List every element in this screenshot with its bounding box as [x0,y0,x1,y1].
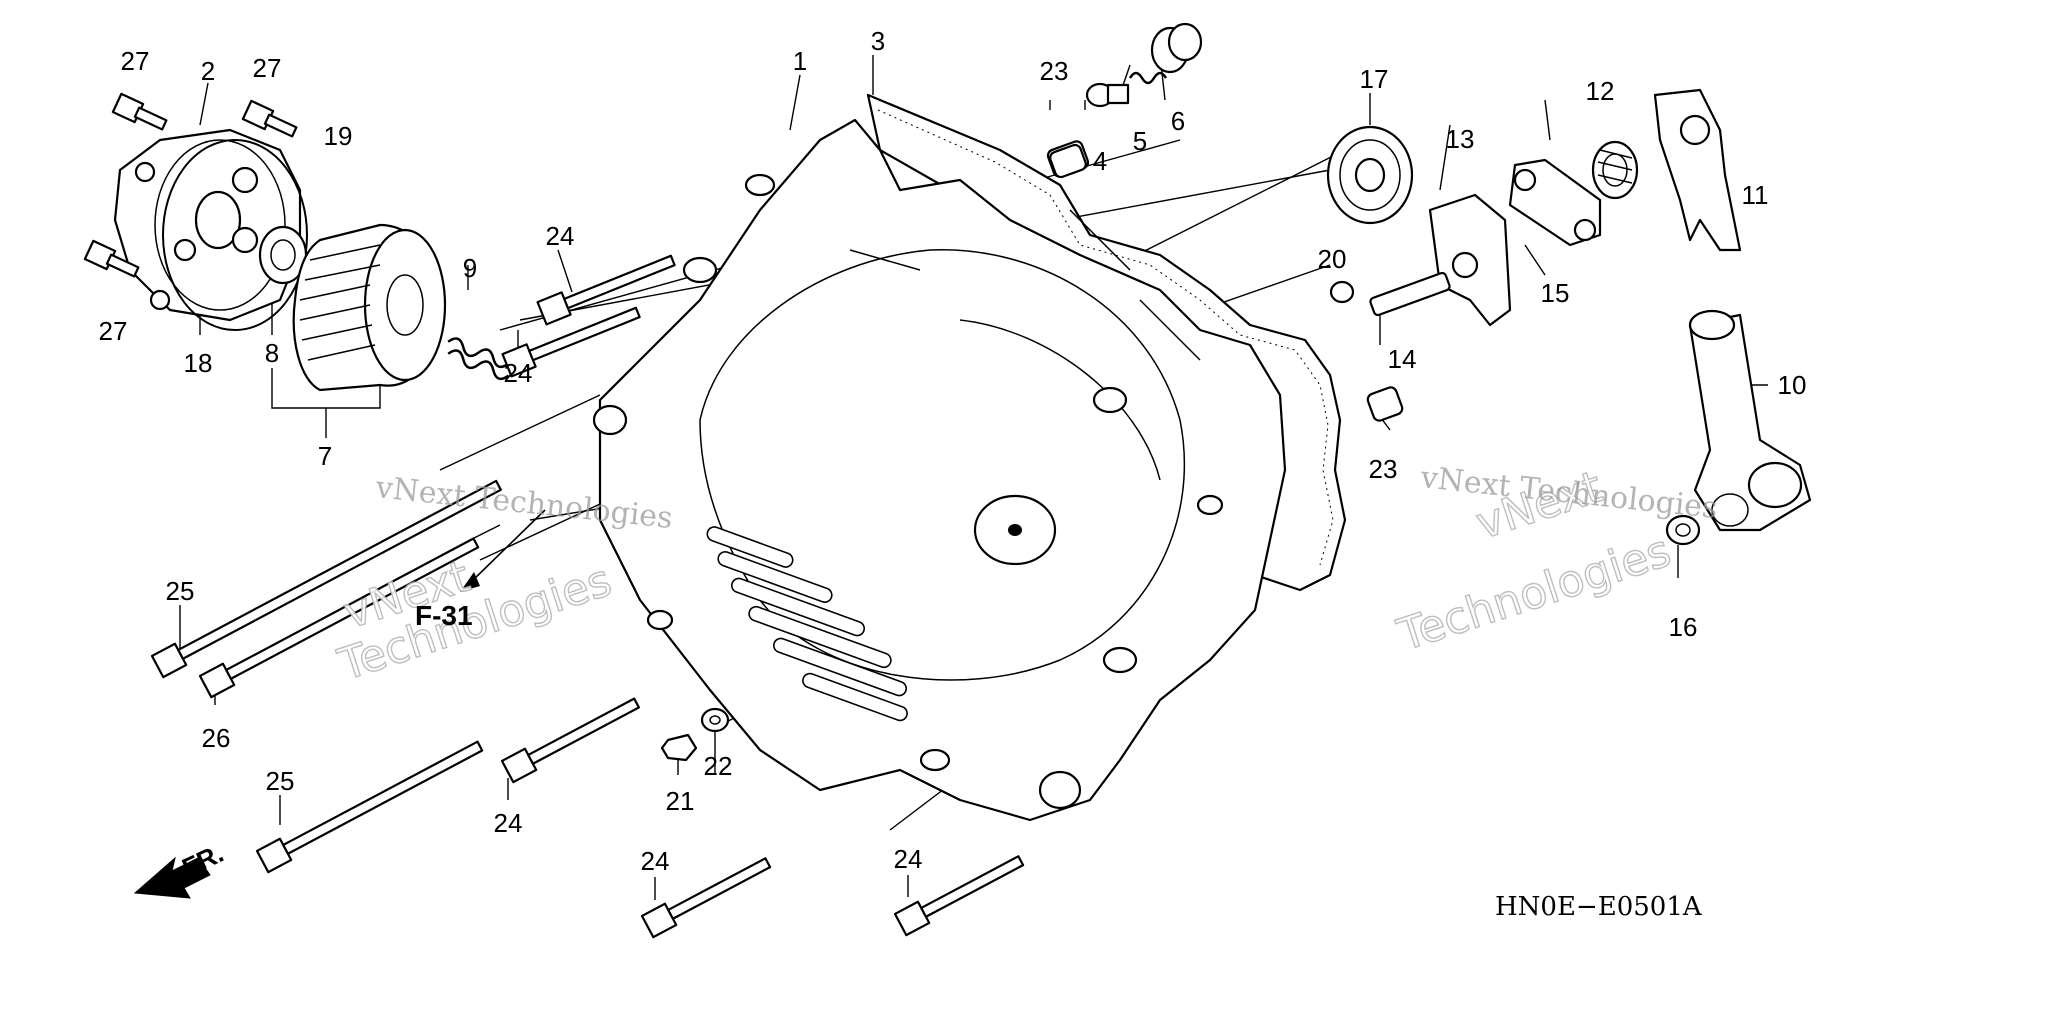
part-label-12: 12 [1586,76,1615,106]
plate-15 [1508,158,1602,247]
part-label-4: 4 [1093,146,1107,176]
part-label-27-c: 27 [99,316,128,346]
plug-spring-set [1049,22,1203,179]
part-label-24-e: 24 [894,844,923,874]
part-label-1: 1 [793,46,807,76]
part-label-19: 19 [324,121,353,151]
part-label-6: 6 [1171,106,1185,136]
part-label-5: 5 [1133,126,1147,156]
part-label-27-b: 27 [253,53,282,83]
part-label-11: 11 [1742,180,1769,210]
part-label-3: 3 [871,26,885,56]
oil-filter-cover [113,128,308,331]
part-label-24-d: 24 [641,846,670,876]
part-label-21: 21 [666,786,695,816]
part-label-23-top: 23 [1040,56,1069,86]
washer-20 [1329,280,1355,304]
spring-12 [1591,140,1639,200]
spring [447,337,510,381]
part-label-22: 22 [704,751,733,781]
part-label-24-b: 24 [504,358,533,388]
crankcase-cover [592,93,1404,822]
diagram-code: HN0E−E0501A [1495,892,1703,922]
reference-arrow [460,509,546,592]
oil-filter [258,223,447,392]
lever-10 [1688,309,1812,532]
part-label-24-a: 24 [546,221,575,251]
part-label-23-right: 23 [1369,454,1398,484]
part-label-18: 18 [184,348,213,378]
nut-and-washer [660,707,730,762]
part-label-20: 20 [1318,244,1347,274]
cover-bolts-27 [83,92,298,278]
part-label-8: 8 [265,338,279,368]
part-label-17: 17 [1360,64,1389,94]
part-label-10: 10 [1778,370,1807,400]
watermark-word-4: Technologies [1391,525,1677,661]
part-label-13: 13 [1446,124,1475,154]
front-direction-arrow [133,856,211,899]
part-label-14: 14 [1388,344,1417,374]
part-labels: 1 2 3 4 5 6 7 8 9 10 11 12 13 14 15 16 1… [99,26,1807,876]
washer-16 [1665,514,1701,546]
part-label-27-a: 27 [121,46,150,76]
long-bolts [150,254,1025,939]
part-label-2: 2 [201,56,215,86]
bearing [1326,125,1414,225]
part-label-9: 9 [463,253,477,283]
cooling-louvers [706,526,908,722]
part-label-25-a: 25 [166,576,195,606]
part-label-7: 7 [318,441,332,471]
part-label-25-b: 25 [266,766,295,796]
part-label-26: 26 [202,723,231,753]
part-label-16: 16 [1669,612,1698,642]
part-label-15: 15 [1541,278,1570,308]
bracket-13 [1428,193,1512,327]
reference-label: F-31 [415,600,473,631]
part-label-24-c: 24 [494,808,523,838]
watermark-left: vNext Technologies vNext Technologies [331,470,674,692]
arm-11 [1653,88,1742,252]
